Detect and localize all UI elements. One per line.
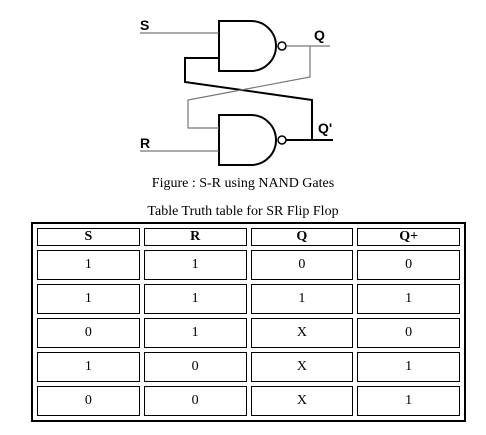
- wire-feedback-q-bar: [184, 57, 313, 140]
- cell-r: 0: [143, 352, 247, 382]
- table-row: 0 0 X 1: [37, 386, 460, 416]
- cell-q-next: 1: [357, 284, 460, 314]
- cell-q-next: 1: [357, 386, 460, 416]
- table-row: 0 1 X 0: [37, 318, 460, 348]
- nand-bubble-top: [277, 41, 287, 51]
- cell-r: 0: [143, 386, 247, 416]
- figure-caption: Figure : S-R using NAND Gates: [151, 176, 335, 191]
- table-header-row: S R Q Q+: [37, 228, 460, 246]
- table-caption: Table Truth table for SR Flip Flop: [147, 204, 339, 219]
- label-s: S: [140, 17, 149, 33]
- cell-q: X: [250, 386, 354, 416]
- nand-gate-bottom: [218, 114, 277, 166]
- header-s: S: [37, 228, 140, 246]
- cell-s: 1: [37, 352, 140, 382]
- header-q-next: Q+: [357, 228, 460, 246]
- table-row: 1 1 1 1: [37, 284, 460, 314]
- cell-q: X: [250, 318, 354, 348]
- label-q-bar: Q': [318, 120, 332, 136]
- wire-feedback-q: [187, 46, 311, 129]
- cell-q: 1: [250, 284, 354, 314]
- cell-q-next: 0: [357, 318, 460, 348]
- header-q: Q: [250, 228, 354, 246]
- cell-s: 1: [37, 284, 140, 314]
- nand-gate-top: [218, 20, 277, 72]
- sr-nand-latch-diagram: S Q Q' R: [140, 17, 333, 166]
- nand-bubble-bottom: [277, 135, 287, 145]
- header-r: R: [143, 228, 247, 246]
- cell-s: 0: [37, 386, 140, 416]
- cell-q: X: [250, 352, 354, 382]
- table-row: 1 0 X 1: [37, 352, 460, 382]
- cell-s: 0: [37, 318, 140, 348]
- cell-r: 1: [143, 318, 247, 348]
- label-q: Q: [314, 27, 325, 43]
- label-r: R: [140, 135, 150, 151]
- cell-r: 1: [143, 284, 247, 314]
- cell-r: 1: [143, 250, 247, 280]
- cell-q-next: 0: [357, 250, 460, 280]
- cell-s: 1: [37, 250, 140, 280]
- cell-q-next: 1: [357, 352, 460, 382]
- truth-table: S R Q Q+ 1 1 0 0 1 1 1 1 0 1 X 0 1 0 X 1: [31, 222, 466, 422]
- cell-q: 0: [250, 250, 354, 280]
- table-row: 1 1 0 0: [37, 250, 460, 280]
